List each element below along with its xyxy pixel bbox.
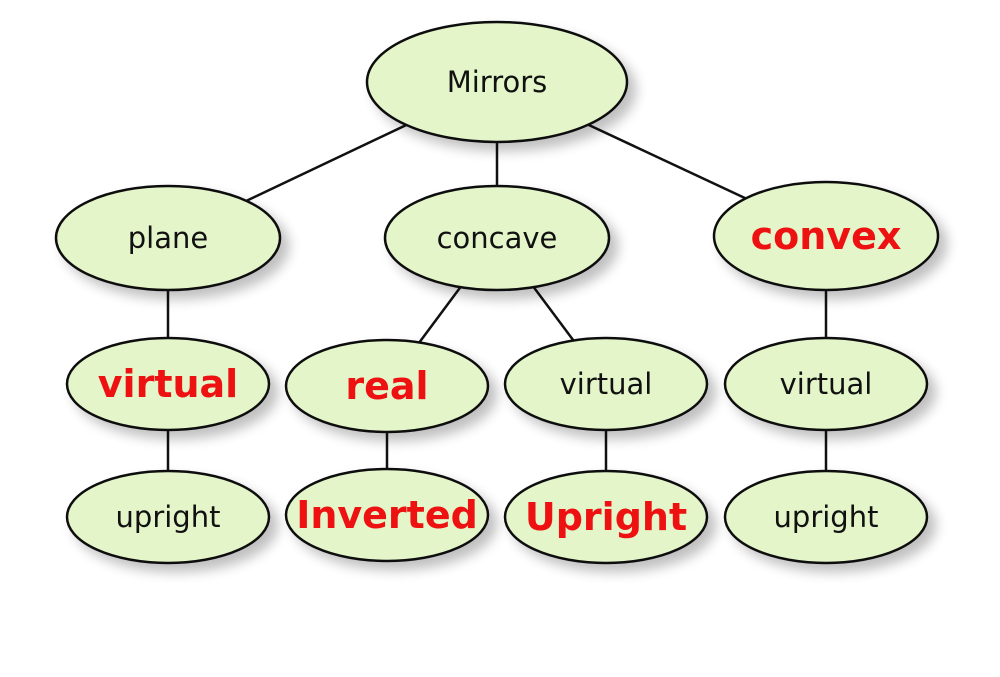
node-ellipse [54,184,282,292]
node-ellipse [365,20,629,144]
edge-concave-to-concave-real [418,286,462,344]
node-ellipse [65,469,271,565]
node-ellipse [723,469,929,565]
node-label: concave [437,221,558,255]
edge-concave-to-concave-virtual [532,286,575,342]
node-concave-real: real [284,338,490,434]
node-convex: convex [712,180,940,292]
node-ellipse [284,467,490,563]
edges [166,123,828,471]
node-concave-inverted: Inverted [284,467,490,563]
node-label: convex [751,214,902,258]
node-ellipse [723,336,929,432]
node-concave: concave [383,184,611,292]
node-ellipse [503,336,709,432]
node-plane-upright: upright [65,469,271,565]
nodes: Mirrors plane concave convex virtual real virt… [54,20,940,565]
node-mirrors: Mirrors [365,20,629,144]
node-convex-upright: upright [723,469,929,565]
node-label: Mirrors [447,65,548,99]
node-label: upright [116,500,221,534]
node-label: Upright [525,495,687,539]
node-ellipse [712,180,940,292]
node-label: virtual [780,367,873,401]
edge-mirrors-to-plane [245,123,407,202]
node-concave-virtual: virtual [503,336,709,432]
node-plane-virtual: virtual [65,336,271,432]
node-label: real [345,364,428,408]
node-label: upright [774,500,879,534]
node-concave-upright: Upright [503,469,709,565]
node-ellipse [65,336,271,432]
edge-mirrors-to-convex [587,123,747,200]
node-label: virtual [98,362,238,406]
node-label: Inverted [296,493,478,537]
node-convex-virtual: virtual [723,336,929,432]
node-ellipse [284,338,490,434]
node-ellipse [383,184,611,292]
node-ellipse [503,469,709,565]
node-label: plane [128,221,208,255]
node-label: virtual [560,367,653,401]
node-plane: plane [54,184,282,292]
